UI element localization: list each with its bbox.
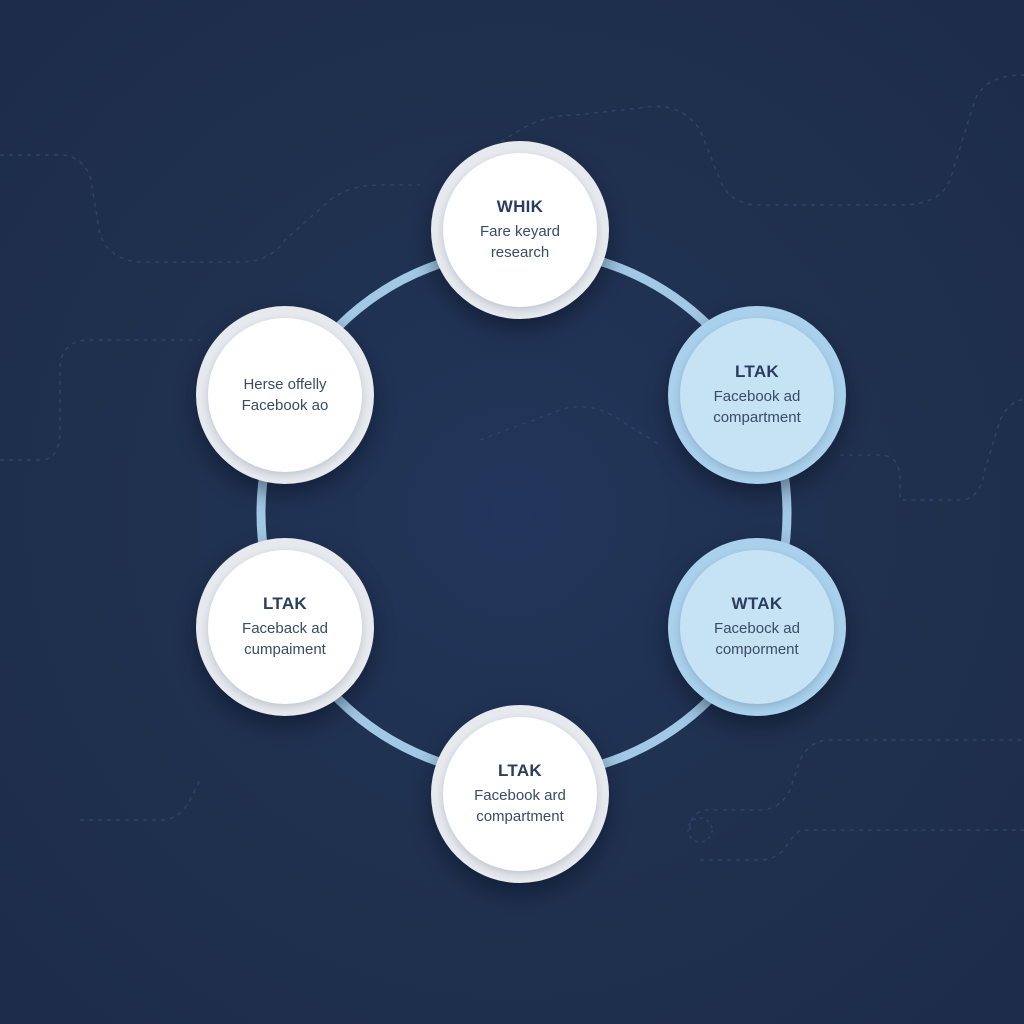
node-line-1: Facebook ad	[713, 388, 801, 405]
node-line-1: Faceback ad	[242, 620, 328, 637]
cycle-node-face: LTAK Facebook ard compartment	[443, 717, 597, 871]
cycle-node-face: LTAK Facebook ad compartment	[680, 318, 834, 472]
cycle-node-lower-right[interactable]: WTAK Facebock ad comporment	[668, 538, 846, 716]
node-line-1: Fare keyard	[479, 223, 561, 240]
node-line-1: Facebock ad	[714, 620, 800, 637]
node-title: WHIK	[496, 197, 544, 216]
node-line-2: compartment	[476, 808, 564, 825]
cycle-node-top[interactable]: WHIK Fare keyard research	[431, 141, 609, 319]
node-title: WTAK	[731, 594, 783, 613]
cycle-node-face: Herse offelly Facebook ao	[208, 318, 362, 472]
node-title: LTAK	[735, 362, 779, 381]
cycle-node-face: WHIK Fare keyard research	[443, 153, 597, 307]
cycle-node-lower-left[interactable]: LTAK Faceback ad cumpaiment	[196, 538, 374, 716]
node-line-2: comporment	[715, 641, 799, 658]
cycle-node-upper-right[interactable]: LTAK Facebook ad compartment	[668, 306, 846, 484]
node-line-2: Facebook ao	[241, 397, 329, 414]
node-line-1: Herse offelly	[243, 376, 327, 393]
cycle-node-bottom[interactable]: LTAK Facebook ard compartment	[431, 705, 609, 883]
node-line-2: cumpaiment	[244, 641, 326, 658]
cycle-node-face: WTAK Facebock ad comporment	[680, 550, 834, 704]
node-title: LTAK	[498, 761, 542, 780]
node-line-1: Facebook ard	[474, 787, 566, 804]
cycle-node-face: LTAK Faceback ad cumpaiment	[208, 550, 362, 704]
cycle-node-upper-left[interactable]: Herse offelly Facebook ao	[196, 306, 374, 484]
node-title: LTAK	[263, 594, 307, 613]
node-line-2: research	[490, 244, 550, 261]
node-line-2: compartment	[713, 409, 801, 426]
